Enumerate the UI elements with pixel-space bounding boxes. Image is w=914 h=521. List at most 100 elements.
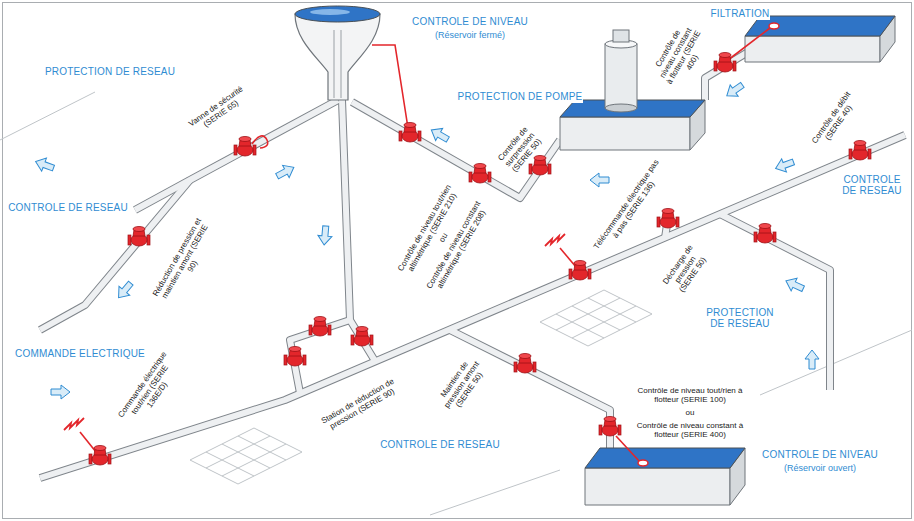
valve-cover [289,347,301,352]
valve-flange [303,355,306,365]
label-holder: PROTECTION DE RESEAU [44,66,176,78]
tower-riser [334,30,341,98]
valve-cover [404,123,416,128]
valve-flange [89,454,92,464]
label-holder: Vanne de sécurité (SERIE 65) [181,80,255,139]
section-heading: CONTROLE DE NIVEAU [411,16,529,28]
label-holder: (Réservoir fermé) [434,30,506,40]
section-heading: CONTROLE DE RESEAU [838,174,906,197]
ground-line [222,444,286,476]
valve-flange [849,149,852,159]
heading-note: (Réservoir ouvert) [783,463,857,473]
valve-cover [94,446,106,451]
valve-flange [733,61,736,71]
pilot-line [80,432,96,452]
valve-cover [662,209,674,214]
valve-flange [514,362,517,372]
valve-cover [534,156,546,161]
control-valve [89,446,111,466]
valve-label: Réduction de pression et maintien amont … [150,215,220,308]
pipe-inner [40,135,905,478]
section-heading: PROTECTION DE RESEAU [44,66,176,78]
pilot-lines [80,28,770,462]
valve-flange [773,232,776,242]
conjunction-label: ou [685,408,696,417]
valve-cover [314,317,326,322]
valve-cover [719,53,731,58]
tank-front [585,468,730,505]
pump-tank [560,100,705,150]
pipe [40,135,905,478]
label-holder: PROTECTION DE POMPE [457,91,584,103]
valve-cover [854,141,866,146]
valve-flange [754,232,757,242]
flow-arrow [805,350,819,369]
control-valve [529,156,551,176]
valve-flange [418,131,421,141]
flow-arrow [33,155,56,175]
ground-line [588,314,652,346]
ground-line [0,92,95,140]
pipe [720,214,830,390]
section-heading: PROTECTION DE POMPE [457,91,584,103]
tower-water [295,6,380,22]
control-valve [569,261,591,281]
water-tower [295,6,380,100]
pipes [40,52,905,478]
valve-cover [239,137,251,142]
valve-cover [474,164,486,169]
label-holder: CONTROLE DE NIVEAU [411,16,529,28]
valve-flange [284,355,287,365]
valve-flange [548,164,551,174]
float [769,23,779,29]
valve-flange [328,325,331,335]
pipe [135,100,338,210]
flow-arrow [428,124,451,146]
valve-flange [714,61,717,71]
valve-label: Décharge de pression (SERIE 50) [657,239,712,302]
label-holder: CONTROLE DE RESEAU [379,439,501,451]
filtration-tank [745,16,895,62]
valve-flange [676,217,679,227]
valve-label: Contrôle de niveau constant à flotteur (… [629,421,751,439]
label-holder: ou [436,231,449,245]
valve-flange [147,235,150,245]
pilot-line [728,28,770,60]
pipe-inner [720,214,830,390]
valve-cover [604,417,616,422]
ground-line [556,298,620,330]
label-holder: COMMANDE ELECTRIQUE [14,348,146,360]
conjunction-label: ou [436,231,449,245]
label-holder: CONTROLE DE RESEAU [7,202,129,214]
valve-flange [599,425,602,435]
tank-water [585,448,745,468]
valve-cover [574,261,586,266]
ground-line [540,290,604,322]
open-tank [585,448,745,505]
pump [605,30,637,112]
ground-line [206,436,270,468]
flow-arrow [783,274,806,295]
label-holder: CONTROLE DE RESEAU [838,174,906,197]
valve-flange [618,425,621,435]
pump-motor [613,30,629,42]
ground-line [760,330,912,395]
label-holder: ou [685,408,696,417]
valve-flange [370,335,373,345]
valve-flange [234,145,237,155]
section-heading: CONTROLE DE RESEAU [7,202,129,214]
control-valve [309,317,331,337]
valve-flange [533,362,536,372]
pipe-inner [705,52,748,100]
valve-flange [399,131,402,141]
valve-flange [588,269,591,279]
label-holder: Réduction de pression et maintien amont … [150,215,220,308]
section-heading: PROTECTION DE RESEAU [700,307,780,330]
control-valve [128,227,150,247]
valve-cover [759,224,771,229]
ground-line [238,452,302,484]
flow-arrows [33,79,819,399]
water-highlight [310,9,350,15]
control-valve [849,141,871,161]
control-valve [284,347,306,367]
